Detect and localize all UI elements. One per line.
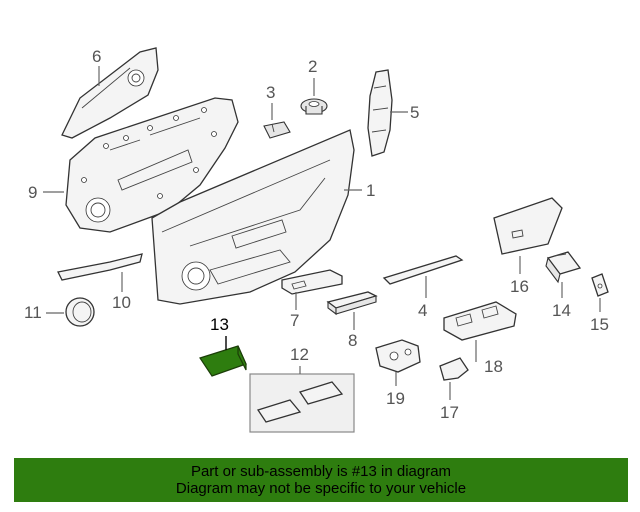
callout-19: 19 xyxy=(386,389,405,408)
callout-12: 12 xyxy=(290,345,309,364)
callout-14: 14 xyxy=(552,301,571,320)
part-info-banner: Part or sub-assembly is #13 in diagram D… xyxy=(14,458,628,502)
part-7-switch-bezel[interactable] xyxy=(281,269,343,295)
callout-5: 5 xyxy=(410,103,419,122)
part-2-fastener[interactable] xyxy=(300,98,328,115)
callout-10: 10 xyxy=(112,293,131,312)
door-trim-exploded-diagram: 6 9 3 2 5 xyxy=(24,47,609,433)
callout-7: 7 xyxy=(290,311,299,330)
part-6-tweeter-panel[interactable] xyxy=(61,47,159,139)
callout-3: 3 xyxy=(266,83,275,102)
callout-16: 16 xyxy=(510,277,529,296)
part-12-kit-box[interactable] xyxy=(249,373,355,433)
banner-line-1: Part or sub-assembly is #13 in diagram xyxy=(190,463,452,480)
part-17-clip[interactable] xyxy=(439,357,469,381)
callout-4: 4 xyxy=(418,301,427,320)
callout-8: 8 xyxy=(348,331,357,350)
banner-line-2: Diagram may not be specific to your vehi… xyxy=(175,480,467,497)
part-13-door-pocket-highlighted[interactable] xyxy=(199,345,247,377)
part-4-long-trim-strip[interactable] xyxy=(382,255,464,285)
part-10-trim-strip[interactable] xyxy=(57,253,143,281)
part-18-bracket-assembly[interactable] xyxy=(443,301,517,341)
callout-17: 17 xyxy=(440,403,459,422)
part-11-round-cap[interactable] xyxy=(65,297,95,327)
part-8-armrest-pad[interactable] xyxy=(326,291,378,316)
part-1-door-trim-panel[interactable] xyxy=(151,129,355,305)
part-9-door-inner-frame[interactable] xyxy=(65,97,239,233)
callout-2: 2 xyxy=(308,57,317,76)
part-15-small-switch[interactable] xyxy=(591,273,609,297)
part-14-switch[interactable] xyxy=(545,251,582,284)
part-5-pull-handle-bracket[interactable] xyxy=(367,69,393,157)
part-3-clip[interactable] xyxy=(263,121,291,139)
callout-1: 1 xyxy=(366,181,375,200)
callout-15: 15 xyxy=(590,315,609,334)
callout-6: 6 xyxy=(92,47,101,66)
callout-18: 18 xyxy=(484,357,503,376)
callout-13: 13 xyxy=(210,315,229,334)
callout-9: 9 xyxy=(28,183,37,202)
part-19-switch-housing[interactable] xyxy=(375,339,421,373)
part-16-panel[interactable] xyxy=(493,197,563,255)
callout-11: 11 xyxy=(24,303,42,322)
